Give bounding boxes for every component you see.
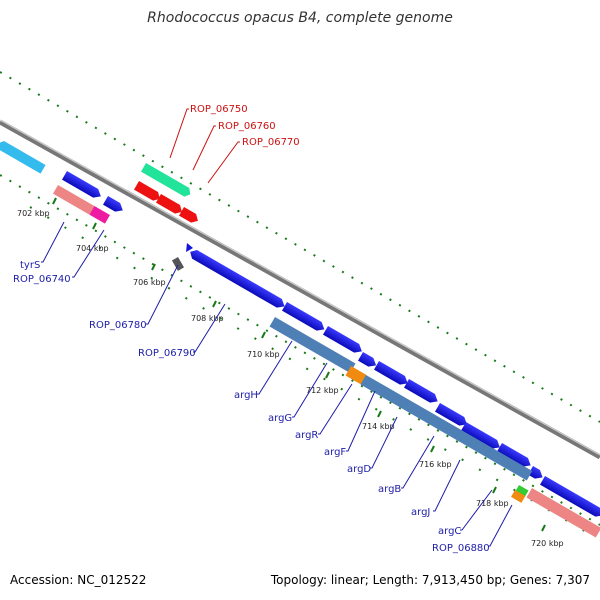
gene-ROP_06750[interactable] <box>141 163 193 199</box>
gene-ROP_06760[interactable] <box>134 181 162 203</box>
label-argG[interactable]: argG <box>268 413 292 424</box>
label-ROP_06880[interactable]: ROP_06880 <box>432 543 490 554</box>
genome-backbone <box>0 119 600 460</box>
gene-small-blue[interactable] <box>186 243 193 252</box>
dotted-track-tick <box>29 206 600 541</box>
label-argR[interactable]: argR <box>295 430 318 441</box>
gene-ROP_06740[interactable] <box>89 206 110 224</box>
dotted-track-lower <box>0 174 600 526</box>
gene-blue-1[interactable] <box>62 171 103 201</box>
gene-green[interactable] <box>515 485 529 498</box>
label-ROP_06770[interactable]: ROP_06770 <box>242 137 300 148</box>
accession-label: Accession: NC_012522 <box>10 573 147 587</box>
gene-red-3[interactable] <box>179 207 200 225</box>
tick-label: 702 kbp <box>17 209 50 218</box>
gene-tyrS[interactable] <box>53 185 95 215</box>
gene-steel-2[interactable] <box>360 375 533 481</box>
gene-ROP_06880[interactable] <box>526 487 600 538</box>
genome-backbone-highlight <box>0 119 600 456</box>
label-ROP_06750[interactable]: ROP_06750 <box>190 104 248 115</box>
tick-label: 718 kbp <box>476 499 509 508</box>
gene-orange-2[interactable] <box>511 490 526 503</box>
tick-marks <box>52 197 546 532</box>
gene-cyan[interactable] <box>0 139 46 174</box>
label-argC[interactable]: argC <box>438 526 461 537</box>
map-title: Rhodococcus opacus B4, complete genome <box>147 10 453 26</box>
gene-operon-steel[interactable] <box>269 317 356 374</box>
gene-argF[interactable] <box>374 361 410 388</box>
gene-argR[interactable] <box>358 352 379 370</box>
tick-label: 706 kbp <box>133 278 166 287</box>
label-argF[interactable]: argF <box>324 447 346 458</box>
label-argH[interactable]: argH <box>234 390 258 401</box>
gene-blue-2[interactable] <box>103 196 125 215</box>
gene-argC[interactable] <box>497 443 533 470</box>
label-tyrS[interactable]: tyrS <box>20 260 40 271</box>
gene-argJ[interactable] <box>461 422 502 452</box>
label-ROP_06760[interactable]: ROP_06760 <box>218 121 276 132</box>
gene-argH[interactable] <box>282 302 327 334</box>
leader-lines <box>41 108 513 547</box>
gene-ROP_06780[interactable] <box>171 257 184 271</box>
gene-orange[interactable] <box>345 366 367 385</box>
gene-argB[interactable] <box>435 403 469 429</box>
label-ROP_06740[interactable]: ROP_06740 <box>13 274 71 285</box>
tick-label: 712 kbp <box>306 386 339 395</box>
tick-label: 720 kbp <box>531 539 564 548</box>
gene-argG[interactable] <box>323 326 364 356</box>
label-ROP_06790[interactable]: ROP_06790 <box>138 348 196 359</box>
label-argJ[interactable]: argJ <box>411 507 430 518</box>
gene-track <box>0 139 600 538</box>
label-argB[interactable]: argB <box>378 484 401 495</box>
label-argD[interactable]: argD <box>347 464 371 475</box>
tick-label: 716 kbp <box>419 460 452 469</box>
label-ROP_06780[interactable]: ROP_06780 <box>89 320 147 331</box>
tick-label: 710 kbp <box>247 350 280 359</box>
tick-label: 708 kbp <box>191 314 224 323</box>
gene-blue-small-2[interactable] <box>528 466 545 482</box>
gene-argD[interactable] <box>404 379 440 406</box>
genome-summary: Topology: linear; Length: 7,913,450 bp; … <box>270 573 590 587</box>
gene-blue-end[interactable] <box>540 476 600 520</box>
gene-ROP_06790[interactable] <box>188 248 287 311</box>
gene-ROP_06770[interactable] <box>156 194 184 216</box>
tick-label: 714 kbp <box>362 422 395 431</box>
